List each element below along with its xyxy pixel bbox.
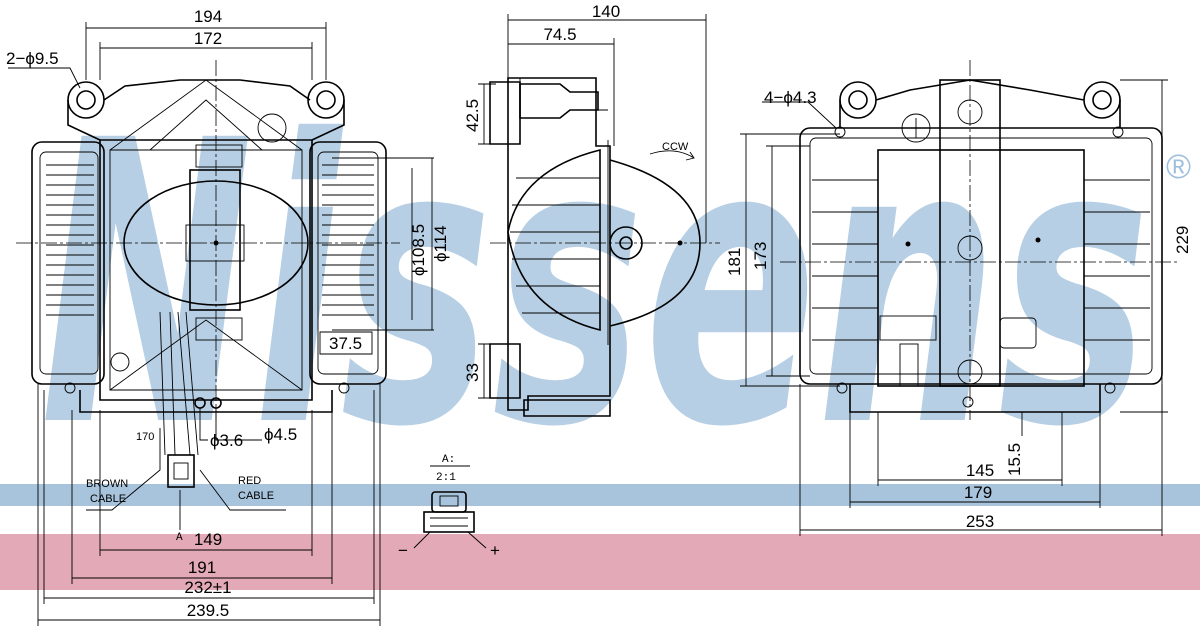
dim-194: 194 (194, 7, 222, 26)
label-brown: BROWN (86, 478, 128, 490)
dim-149: 149 (194, 530, 222, 549)
dim-229: 229 (1173, 226, 1192, 254)
view-mark-a: A (176, 532, 183, 544)
dim-108-5: ϕ108.5 (409, 224, 428, 276)
dim-holes-4-3: 4−ϕ4.3 (764, 88, 817, 107)
label-red-cable: CABLE (238, 490, 274, 502)
brand-logo: Nissens (40, 58, 1150, 512)
label-brown-cable: CABLE (90, 493, 126, 505)
rotation-ccw: CCW (662, 141, 689, 153)
dim-15-5: 15.5 (1005, 443, 1024, 476)
dim-179: 179 (964, 483, 992, 502)
dim-191: 191 (188, 558, 216, 577)
dim-239-5: 239.5 (187, 601, 230, 620)
side-view-dimensions (478, 14, 707, 399)
front-view (16, 60, 400, 488)
blue-band (0, 484, 1200, 506)
dim-33: 33 (463, 363, 482, 382)
dim-232: 232±1 (184, 578, 231, 597)
dim-42-5: 42.5 (463, 99, 482, 132)
dim-181: 181 (725, 248, 744, 276)
dim-37-5: 37.5 (329, 334, 362, 353)
connector-detail (413, 465, 487, 549)
front-view-dimensions (8, 22, 434, 626)
pink-band (0, 534, 1200, 590)
back-view-dimensions (740, 79, 1168, 536)
back-view (780, 60, 1180, 420)
dim-74-5: 74.5 (543, 25, 576, 44)
registered-mark: ® (1166, 148, 1191, 186)
dim-173: 173 (751, 242, 770, 270)
dim-253: 253 (966, 512, 994, 531)
dim-170: 170 (136, 431, 154, 443)
dim-4-5: ϕ4.5 (264, 425, 297, 444)
detail-scale: 2:1 (436, 472, 456, 484)
terminal-minus: − (398, 541, 408, 560)
detail-title: A: (442, 454, 455, 466)
dim-3-6: ϕ3.6 (210, 431, 243, 450)
dim-140: 140 (592, 2, 620, 21)
dim-114: ϕ114 (431, 225, 450, 262)
terminal-plus: + (490, 541, 500, 560)
dim-172: 172 (194, 29, 222, 48)
dim-145: 145 (966, 461, 994, 480)
side-view (489, 77, 720, 417)
dim-holes-9-5: 2−ϕ9.5 (6, 49, 59, 68)
label-red: RED (238, 475, 261, 487)
